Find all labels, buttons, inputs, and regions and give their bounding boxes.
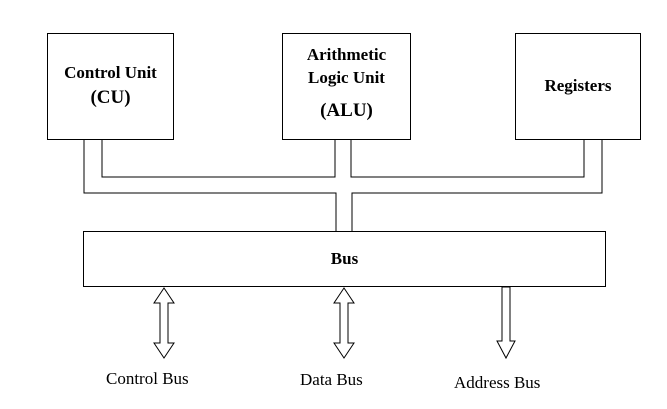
alu-line1: Arithmetic (306, 45, 387, 64)
registers-name: Registers (544, 76, 612, 96)
control-unit-name: Control Unit (64, 63, 157, 83)
alu-abbr: (ALU) (320, 99, 373, 121)
address-bus-arrow (496, 286, 516, 360)
alu-line2: Logic Unit (308, 67, 385, 87)
data-bus-arrow (333, 287, 355, 359)
control-unit-box: Control Unit (CU) (47, 33, 174, 140)
control-unit-abbr: (CU) (90, 87, 131, 109)
bus-name: Bus (330, 248, 359, 268)
address-bus-label: Address Bus (454, 373, 541, 392)
registers-connector-outer (351, 140, 603, 231)
alu-box: Arithmetic Logic Unit (ALU) (282, 33, 411, 140)
registers-box: Registers (515, 33, 641, 140)
cu-connector-inner (101, 140, 336, 178)
data-bus-label: Data Bus (300, 370, 363, 389)
bus-box: Bus (83, 231, 606, 287)
control-bus-label: Control Bus (106, 369, 189, 388)
control-bus-arrow (153, 287, 175, 359)
cu-connector-outer (83, 140, 337, 231)
alu-connector-right (350, 140, 585, 178)
